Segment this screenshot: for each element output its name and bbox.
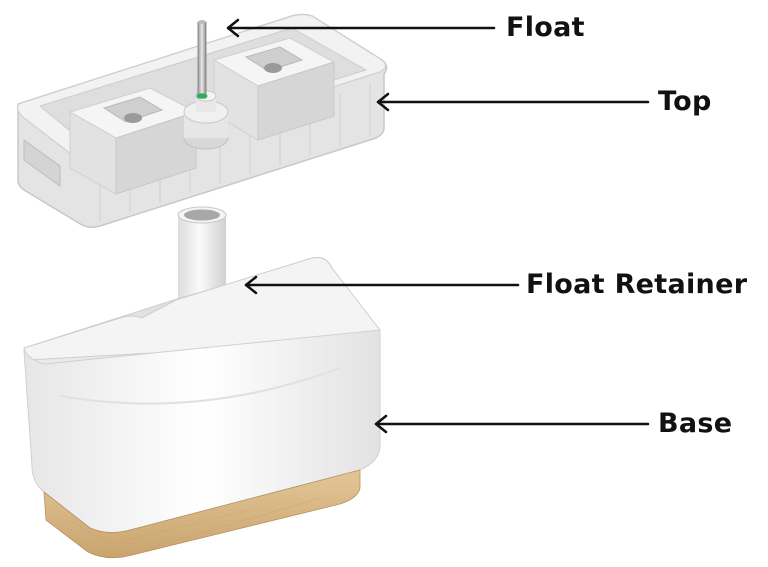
float-arrow <box>226 18 496 38</box>
callout-label-top: Top <box>658 86 712 117</box>
float-housing <box>183 90 229 150</box>
base-arrow <box>374 414 650 434</box>
callout-label-float: Float <box>506 12 585 43</box>
float-rod <box>196 20 208 99</box>
float-indicator-ring <box>196 93 208 99</box>
callout-label-base: Base <box>658 408 733 439</box>
wooden-base-trim <box>43 469 361 559</box>
plant-pod-left <box>68 87 198 195</box>
callout-label-float-retainer: Float Retainer <box>526 269 748 300</box>
callout-arrows <box>226 18 650 434</box>
float-retainer-arrow <box>244 275 520 295</box>
top-arrow <box>376 92 650 112</box>
base-reservoir <box>23 257 381 559</box>
